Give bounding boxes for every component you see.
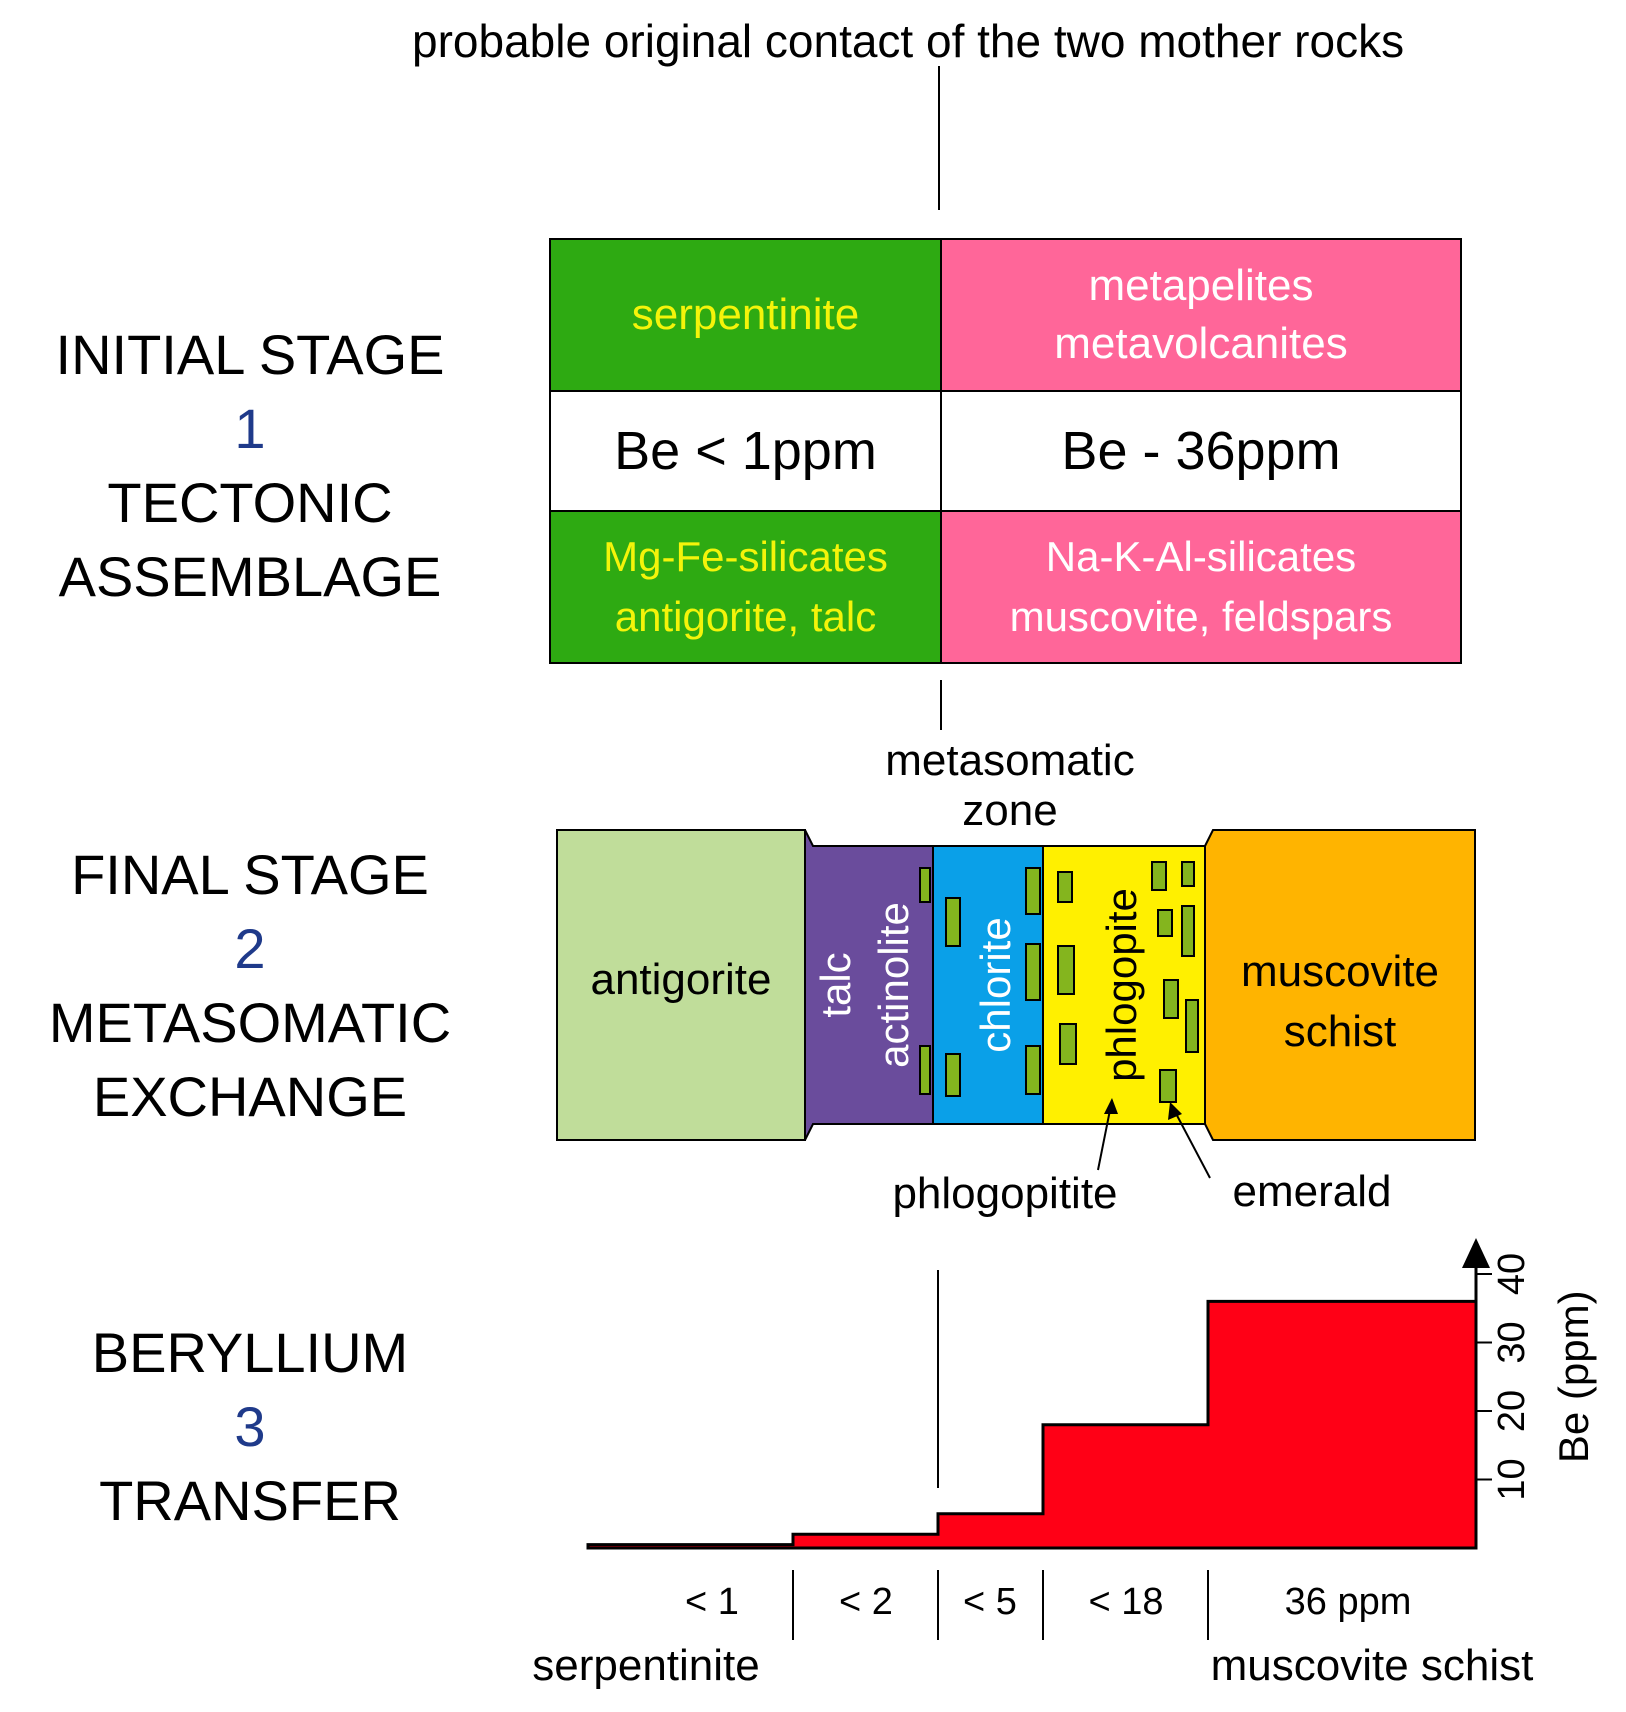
phlogopitite-label: phlogopitite <box>892 1169 1117 1218</box>
be-y-tick-label: 20 <box>1491 1390 1533 1432</box>
be-right-box: Be - 36ppm <box>940 390 1462 512</box>
stage-3-number: 3 <box>234 1395 266 1458</box>
stage-2-subtitle-1: METASOMATIC <box>48 991 452 1054</box>
emerald-crystal <box>1057 871 1073 903</box>
emerald-crystal <box>945 1053 961 1097</box>
be-y-axis-label: Be (ppm) <box>1550 1290 1597 1463</box>
emerald-crystal <box>1057 945 1075 995</box>
metapelites-box: metapelites metavolcanites <box>940 238 1462 392</box>
mg-fe-silicates-label: Mg-Fe-silicates <box>603 533 888 580</box>
be-bin-label: < 5 <box>963 1581 1017 1623</box>
emerald-crystal <box>1025 943 1041 1001</box>
stage-3-label: BERYLLIUM 3 TRANSFER <box>20 1316 480 1538</box>
contact-line-top <box>938 66 940 210</box>
talc-label: talc <box>812 952 859 1017</box>
emerald-crystal <box>1163 979 1179 1019</box>
emerald-crystal <box>919 867 931 903</box>
schist-label: schist <box>1284 1007 1396 1056</box>
serpentinite-end-label: serpentinite <box>532 1641 759 1690</box>
emerald-crystal <box>919 1045 931 1095</box>
metapelites-label: metapelites <box>1088 261 1314 310</box>
be-right-label: Be - 36ppm <box>1061 421 1341 481</box>
emerald-crystal <box>1181 905 1195 957</box>
zone-antigorite-rect <box>556 829 806 1141</box>
contact-label: probable original contact of the two mot… <box>412 15 1405 67</box>
emerald-crystal <box>1025 1045 1041 1095</box>
zone-muscovite-schist <box>1204 829 1476 1141</box>
emerald-crystal <box>1157 909 1173 937</box>
antigorite-talc-label: antigorite, talc <box>614 593 877 640</box>
be-left-label: Be < 1ppm <box>614 421 877 481</box>
phlogopitite-arrowhead <box>1104 1098 1118 1114</box>
stage-1-number: 1 <box>234 397 266 460</box>
be-bin-label: < 18 <box>1088 1581 1163 1623</box>
stage-1-subtitle-2: ASSEMBLAGE <box>58 545 442 608</box>
emerald-crystal <box>1059 1023 1077 1065</box>
stage-1-title: INITIAL STAGE <box>55 323 445 386</box>
na-k-al-silicates-label: Na-K-Al-silicates <box>1045 533 1357 580</box>
emerald-label: emerald <box>1233 1167 1392 1216</box>
zone-antigorite <box>556 829 806 1141</box>
be-bin-label: < 1 <box>685 1581 739 1623</box>
stage-2-title: FINAL STAGE <box>71 843 429 906</box>
stage-2-label: FINAL STAGE 2 METASOMATIC EXCHANGE <box>20 838 480 1134</box>
serpentinite-label: serpentinite <box>631 290 860 339</box>
antigorite-label: antigorite <box>590 955 771 1004</box>
mg-fe-silicates-box: Mg-Fe-silicates antigorite, talc <box>549 510 942 664</box>
metasomatic-zone-label: metasomatic zone <box>860 736 1160 836</box>
zone-muscovite-schist-shape <box>1204 829 1476 1141</box>
be-y-tick-label: 10 <box>1491 1458 1533 1500</box>
emerald-crystal <box>1159 1069 1177 1103</box>
contact-line-middle <box>940 680 942 730</box>
stage-2-subtitle-2: EXCHANGE <box>92 1065 408 1128</box>
na-k-al-silicates-box: Na-K-Al-silicates muscovite, feldspars <box>940 510 1462 664</box>
be-bin-label: < 2 <box>839 1581 893 1623</box>
stage-3-title: BERYLLIUM <box>91 1321 409 1384</box>
zone-label: zone <box>962 786 1058 835</box>
stage-1-subtitle-1: TECTONIC <box>107 471 393 534</box>
serpentinite-box: serpentinite <box>549 238 942 392</box>
be-y-tick-label: 30 <box>1491 1321 1533 1363</box>
be-concentration-area <box>586 1299 1478 1550</box>
emerald-crystal <box>1025 867 1041 915</box>
emerald-crystal <box>1185 999 1199 1053</box>
be-y-tick-label: 40 <box>1491 1253 1533 1295</box>
emerald-crystal <box>1181 861 1195 887</box>
actinolite-label: actinolite <box>870 902 917 1068</box>
emerald-arrowhead <box>1168 1102 1182 1120</box>
emerald-crystals <box>919 861 1199 1103</box>
be-bin-label: 36 ppm <box>1285 1581 1412 1623</box>
metasomatic-label: metasomatic <box>885 736 1135 785</box>
phlogopite-label: phlogopite <box>1098 888 1145 1082</box>
muscovite-schist-end-label: muscovite schist <box>1211 1641 1534 1690</box>
stage-1-label: INITIAL STAGE 1 TECTONIC ASSEMBLAGE <box>20 318 480 614</box>
chlorite-label: chlorite <box>972 917 1019 1052</box>
stage-3-subtitle-1: TRANSFER <box>99 1469 401 1532</box>
stage-2-number: 2 <box>234 917 266 980</box>
emerald-crystal <box>945 897 961 947</box>
emerald-crystal <box>1151 861 1167 891</box>
emerald-pointer <box>1171 1105 1211 1179</box>
muscovite-label: muscovite <box>1241 947 1439 996</box>
be-y-axis-arrow <box>1462 1238 1490 1268</box>
metavolcanites-label: metavolcanites <box>1054 319 1348 368</box>
muscovite-feldspars-label: muscovite, feldspars <box>1009 593 1393 640</box>
be-left-box: Be < 1ppm <box>549 390 942 512</box>
